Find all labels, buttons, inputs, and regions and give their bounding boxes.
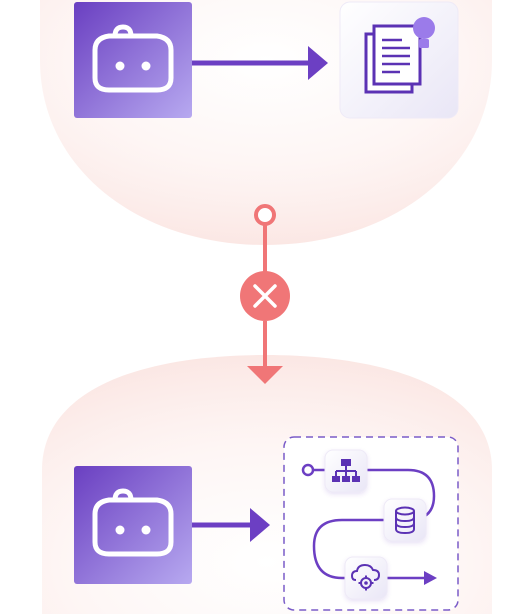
- cloud-gear-icon: [350, 563, 381, 591]
- database-icon: [395, 506, 415, 535]
- arrow-right-icon: [250, 508, 270, 542]
- document-tile: [339, 1, 459, 119]
- arrow-down-icon: [247, 366, 283, 384]
- x-mark-icon: [253, 284, 277, 308]
- arrow-right-icon: [308, 46, 328, 80]
- arrow-right-icon: [424, 571, 437, 585]
- top-bot-tile: [74, 2, 192, 118]
- bottom-bot-tile: [74, 466, 192, 584]
- workflow-start-icon: [301, 463, 315, 477]
- workflow-path: [312, 468, 436, 580]
- robot-head-icon: [92, 488, 174, 557]
- connector-circle-icon: [254, 204, 276, 226]
- bottom-connector-arrow: [192, 508, 270, 542]
- hierarchy-icon: [332, 459, 360, 482]
- robot-head-icon: [92, 24, 174, 93]
- workflow-panel: [283, 436, 459, 611]
- middle-connector: [240, 204, 290, 384]
- top-connector-arrow: [192, 46, 328, 80]
- document-lightbulb-icon: [364, 17, 435, 94]
